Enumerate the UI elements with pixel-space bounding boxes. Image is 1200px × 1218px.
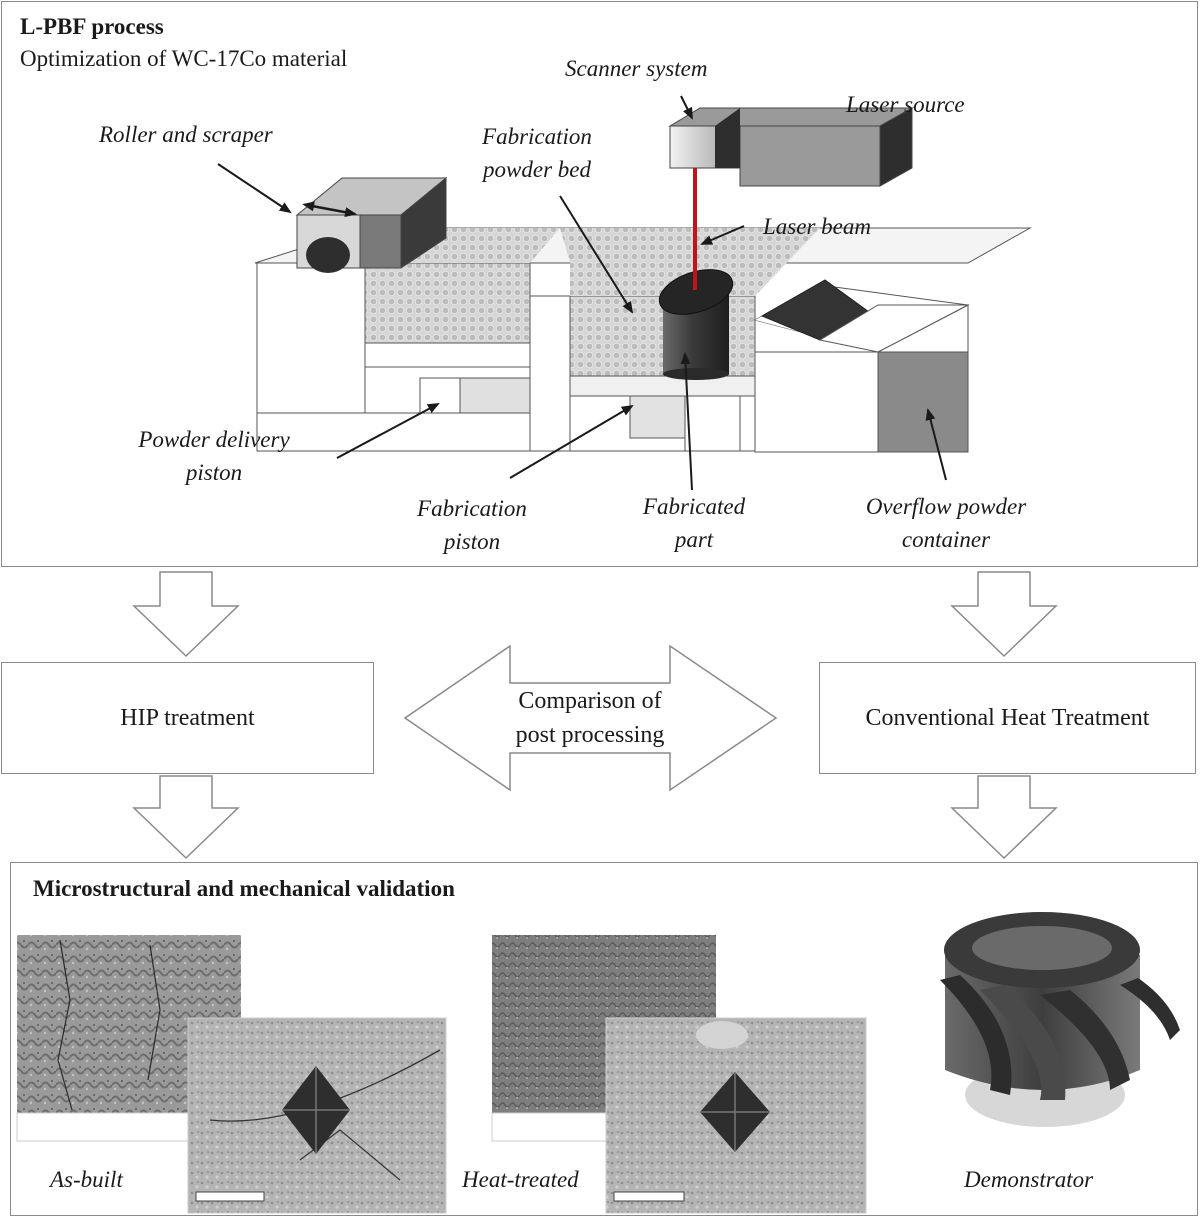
label-laser-beam: Laser beam — [763, 214, 871, 239]
label-scanner-system: Scanner system — [565, 56, 708, 81]
label-fab-powder-bed-1: Fabrication — [482, 124, 592, 149]
machine-base — [254, 227, 1032, 453]
comparison-label-2: post processing — [515, 722, 665, 748]
comparison-label-1: Comparison of — [518, 688, 662, 714]
comparison-double-arrow — [403, 644, 778, 792]
demonstrator-part — [940, 912, 1180, 1127]
heat-treated-micrographs — [491, 935, 867, 1214]
fabricated-part — [658, 269, 734, 380]
label-fab-part-1: Fabricated — [642, 494, 746, 519]
label-demonstrator: Demonstrator — [964, 1167, 1094, 1192]
label-fab-piston-2: piston — [443, 529, 501, 554]
label-fab-powder-bed-2: powder bed — [483, 157, 591, 182]
down-arrow-right-top — [950, 571, 1058, 658]
laser-source-unit — [668, 107, 914, 187]
label-fab-piston-1: Fabrication — [417, 496, 527, 521]
hip-treatment-box — [1, 662, 374, 774]
process-title: L-PBF process — [20, 14, 164, 39]
label-powder-delivery-2: piston — [185, 460, 243, 485]
down-arrow-left-bottom — [132, 775, 240, 860]
label-heat-treated: Heat-treated — [462, 1167, 579, 1192]
validation-panel — [10, 862, 1198, 1216]
label-powder-delivery-1: Powder delivery — [138, 427, 290, 452]
conventional-heat-treatment-label: Conventional Heat Treatment — [865, 705, 1150, 731]
label-laser-source: Laser source — [846, 92, 965, 117]
as-built-micrographs — [16, 935, 447, 1214]
down-arrow-left-top — [132, 571, 240, 658]
hip-treatment-label: HIP treatment — [120, 705, 255, 731]
down-arrow-right-bottom — [950, 775, 1058, 860]
validation-title: Microstructural and mechanical validatio… — [33, 876, 455, 901]
label-overflow-2: container — [901, 527, 991, 552]
conventional-heat-treatment-box — [819, 662, 1196, 774]
label-overflow-1: Overflow powder — [865, 494, 1027, 519]
label-roller-scraper: Roller and scraper — [99, 122, 273, 147]
process-subtitle: Optimization of WC-17Co material — [20, 46, 348, 71]
label-as-built: As-built — [50, 1167, 123, 1192]
label-fab-part-2: part — [674, 527, 714, 552]
